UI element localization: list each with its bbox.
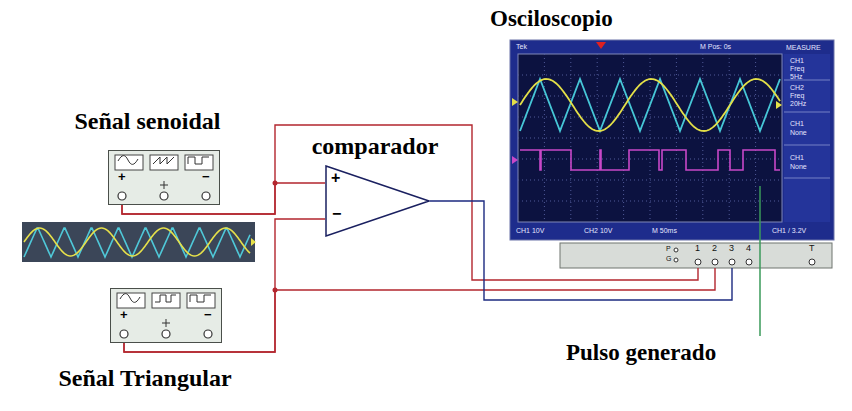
pin-label: 3 bbox=[729, 244, 734, 254]
node-heading: Señal senoidal bbox=[40, 108, 255, 136]
terminal-sign: + bbox=[331, 169, 340, 187]
screen-readout: CH1 bbox=[790, 120, 804, 128]
callout-label: Pulso generado bbox=[566, 340, 716, 365]
pin-label: 4 bbox=[746, 244, 751, 254]
pulse-trace bbox=[520, 150, 780, 170]
scope-grid bbox=[518, 54, 782, 222]
pin-label: 1 bbox=[695, 244, 700, 254]
sine-trace bbox=[520, 79, 780, 131]
pin-label: 2 bbox=[712, 244, 717, 254]
sine-wave bbox=[24, 228, 250, 256]
screen-readout: CH1 bbox=[790, 57, 804, 65]
node-heading: Señal Triangular bbox=[10, 365, 280, 393]
marker bbox=[251, 238, 256, 246]
screen-readout: CH2 10V bbox=[584, 227, 612, 235]
screen-readout: CH1 10V bbox=[516, 227, 544, 235]
grid-lines bbox=[518, 54, 782, 222]
signal-generator: Señal senoidal + − bbox=[40, 108, 255, 205]
terminal-sign: − bbox=[204, 308, 212, 323]
pin-label: P bbox=[666, 245, 671, 253]
junction-dot bbox=[273, 288, 278, 293]
panel-divider bbox=[784, 112, 830, 113]
pin-label: G bbox=[666, 255, 671, 263]
trigger-marker bbox=[596, 42, 606, 49]
input-pin bbox=[674, 248, 678, 252]
terminal-sign: − bbox=[332, 205, 341, 223]
screen-readout: CH1 / 3.2V bbox=[772, 227, 806, 235]
measure-panel bbox=[784, 54, 830, 222]
input-pin bbox=[746, 259, 752, 265]
ch2-marker bbox=[512, 156, 518, 164]
screen-readout: 20Hz bbox=[790, 100, 806, 108]
screen-readout: Tek bbox=[516, 43, 527, 51]
ch1-marker bbox=[512, 98, 518, 106]
input-pin bbox=[674, 258, 678, 262]
panel-divider bbox=[784, 145, 830, 146]
screen-readout: M Pos: 0s bbox=[700, 43, 731, 51]
scope-screen bbox=[510, 40, 834, 240]
terminal-sign: + bbox=[118, 170, 126, 185]
signal-wire bbox=[430, 201, 732, 300]
input-pin bbox=[729, 259, 735, 265]
trace-marker bbox=[776, 101, 782, 109]
comparator-triangle bbox=[325, 165, 430, 237]
screen-readout: MEASURE bbox=[786, 44, 821, 52]
screen-readout: CH2 bbox=[790, 84, 804, 92]
terminal-sign: + bbox=[120, 308, 128, 323]
triangle-wave bbox=[24, 228, 250, 257]
waveform-strip bbox=[22, 222, 255, 262]
input-pin bbox=[695, 259, 701, 265]
panel-divider bbox=[784, 178, 830, 179]
node-heading: comparador bbox=[285, 133, 465, 161]
terminal-sign: − bbox=[202, 170, 210, 185]
screen-readout: CH1 bbox=[790, 154, 804, 162]
input-pin bbox=[712, 259, 718, 265]
node-heading: Osciloscopio bbox=[490, 6, 613, 32]
pin-label: T bbox=[809, 244, 815, 254]
input-pin bbox=[809, 259, 815, 265]
screen-readout: M 50ms bbox=[652, 227, 677, 235]
screen-readout: None bbox=[790, 129, 807, 137]
comparator: comparador + − bbox=[285, 133, 465, 240]
triangle-trace bbox=[520, 79, 780, 131]
leader-line bbox=[759, 186, 761, 336]
screen-readout: Freq bbox=[790, 65, 804, 73]
signal-generator: Señal Triangular + − bbox=[10, 285, 280, 400]
screen-readout: Freq bbox=[790, 92, 804, 100]
junction-dot bbox=[273, 181, 278, 186]
screen-readout: 5Hz bbox=[790, 73, 802, 81]
input-strip bbox=[560, 243, 832, 268]
screen-readout: None bbox=[790, 163, 807, 171]
